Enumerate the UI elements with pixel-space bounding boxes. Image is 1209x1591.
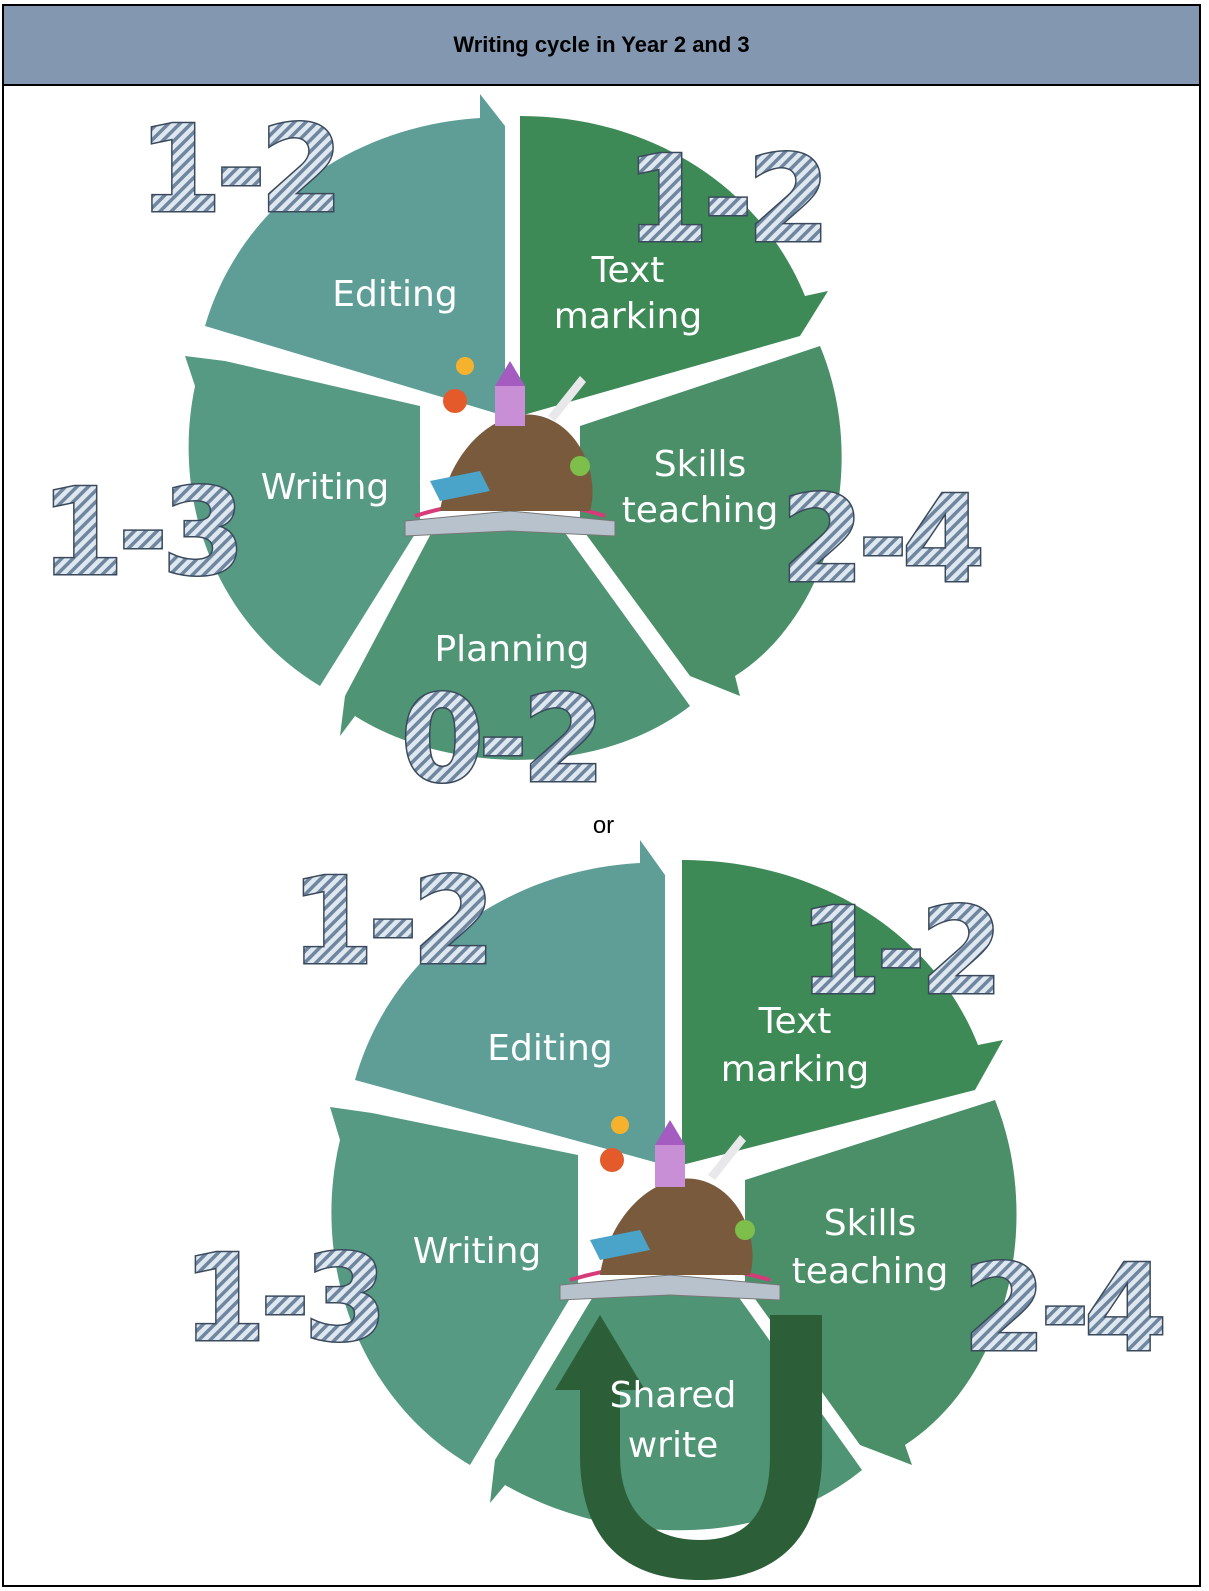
page-title: Writing cycle in Year 2 and 3: [453, 32, 750, 57]
range-writing: 1-3: [183, 1230, 382, 1369]
segment-text-marking: [520, 116, 828, 416]
range-writing: 1-3: [41, 464, 240, 603]
or-separator: or: [592, 812, 615, 839]
range-text-marking: 1-2: [799, 883, 998, 1022]
segment-label-planning: Planning: [434, 629, 589, 670]
range-planning: 0-2: [401, 671, 600, 798]
u-turn-arrow-icon: [555, 1315, 822, 1580]
segment-editing: [205, 94, 505, 416]
range-editing: 1-2: [291, 853, 490, 992]
open-storybook-icon: [404, 357, 616, 537]
segment-writing: [185, 356, 420, 686]
segment-text-marking: [682, 860, 1003, 1165]
range-skills-teaching: 2-4: [781, 471, 980, 610]
open-storybook-icon: [559, 1116, 781, 1301]
segment-label-editing: Editing: [332, 274, 457, 315]
segment-label-writing: Writing: [261, 467, 390, 508]
range-text-marking: 1-2: [626, 131, 825, 270]
segment-writing: [330, 1107, 578, 1465]
segment-planning: [340, 526, 690, 760]
range-editing: 1-2: [139, 101, 338, 240]
range-skills-teaching: 2-4: [963, 1240, 1162, 1379]
segment-editing: [355, 840, 665, 1165]
segment-label-writing: Writing: [413, 1231, 542, 1272]
segment-skills-teaching: [580, 346, 842, 696]
title-bar: Writing cycle in Year 2 and 3: [4, 6, 1199, 86]
diagram-frame: Writing cycle in Year 2 and 3 or: [2, 4, 1201, 1587]
segment-label-editing: Editing: [487, 1028, 612, 1069]
